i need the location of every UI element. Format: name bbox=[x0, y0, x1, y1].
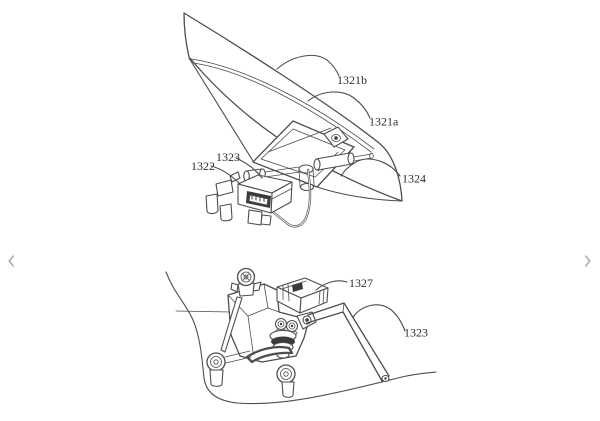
foot-cylinder-1 bbox=[205, 193, 219, 215]
module-box-1327 bbox=[276, 277, 329, 314]
leader-lines-top bbox=[210, 54, 401, 185]
mounting-surface bbox=[165, 271, 437, 405]
leader-lines-bottom bbox=[315, 280, 406, 332]
leader-1321b bbox=[276, 54, 340, 77]
ref-label-1321a: 1321a bbox=[369, 115, 399, 129]
chevron-right-icon bbox=[584, 255, 591, 267]
wing-fold-line-2 bbox=[192, 62, 372, 153]
surface-far-edge bbox=[175, 310, 232, 313]
wing-lower-crease bbox=[316, 186, 403, 202]
surface-outline bbox=[165, 271, 437, 405]
motor-left-foot bbox=[209, 369, 224, 387]
motor-top bbox=[220, 267, 262, 353]
folded-blade bbox=[220, 296, 243, 353]
figure-bottom-drone-assembly: 1327 1323 bbox=[165, 267, 437, 405]
leader-1324 bbox=[340, 158, 401, 177]
mount-bracket-inner bbox=[260, 128, 346, 178]
leader-1327 bbox=[315, 280, 348, 291]
ref-label-1321b: 1321b bbox=[337, 73, 367, 87]
landing-rod bbox=[271, 168, 312, 228]
ref-label-1327: 1327 bbox=[349, 276, 373, 290]
leader-1322 bbox=[210, 165, 241, 185]
ref-label-1323-bottom: 1323 bbox=[404, 326, 428, 340]
foot-cylinder-2 bbox=[219, 203, 233, 222]
carousel-prev-button[interactable] bbox=[0, 246, 22, 276]
wing-fold-line-1 bbox=[190, 58, 375, 150]
carousel-next-button[interactable] bbox=[576, 246, 598, 276]
ref-label-1322: 1322 bbox=[191, 159, 215, 173]
leader-1321a bbox=[307, 91, 371, 119]
leader-1323-top bbox=[235, 157, 263, 179]
motor-front bbox=[276, 364, 296, 398]
landing-leg bbox=[306, 302, 390, 383]
propeller-blade bbox=[245, 345, 294, 364]
figure-top-wing-assembly: 1321b 1321a 1323 1322 1324 bbox=[183, 12, 426, 228]
leader-1323-bottom bbox=[352, 304, 406, 332]
wing-crease-line bbox=[188, 57, 254, 162]
chevron-left-icon bbox=[7, 255, 14, 267]
motor-front-foot bbox=[281, 381, 295, 398]
folded-drone-body bbox=[205, 171, 293, 226]
ref-label-1324: 1324 bbox=[402, 172, 426, 186]
ref-label-1323-top: 1323 bbox=[216, 150, 240, 164]
motor-left bbox=[206, 350, 252, 387]
